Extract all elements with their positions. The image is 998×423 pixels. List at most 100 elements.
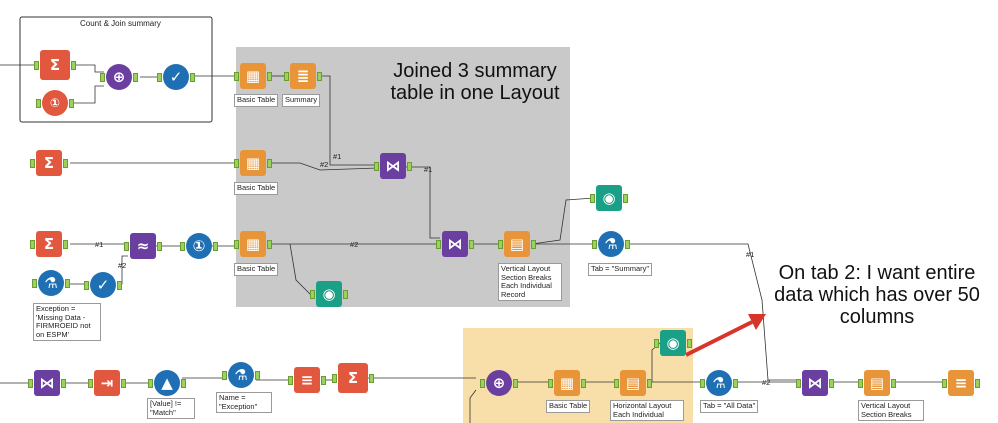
output-anchor[interactable]	[513, 379, 518, 388]
formula-tool-1[interactable]: ⚗	[38, 270, 64, 296]
union-tool-1[interactable]: ⋈	[380, 153, 406, 179]
transpose-tool[interactable]: ⇥	[94, 370, 120, 396]
input-anchor[interactable]	[148, 379, 153, 388]
basic-table-tool-1[interactable]: ▦	[240, 63, 266, 89]
output-anchor[interactable]	[61, 379, 66, 388]
output-anchor[interactable]	[343, 290, 348, 299]
input-anchor[interactable]	[288, 376, 293, 385]
append-fields-tool[interactable]: ≈	[130, 233, 156, 259]
output-anchor[interactable]	[157, 242, 162, 251]
render-tool[interactable]: ≡	[948, 370, 974, 396]
input-anchor[interactable]	[498, 240, 503, 249]
input-anchor[interactable]	[480, 379, 485, 388]
input-anchor[interactable]	[34, 61, 39, 70]
output-anchor[interactable]	[733, 379, 738, 388]
output-anchor[interactable]	[623, 194, 628, 203]
select-tool-2[interactable]: ✓	[90, 272, 116, 298]
input-anchor[interactable]	[700, 379, 705, 388]
output-anchor[interactable]	[975, 379, 980, 388]
input-anchor[interactable]	[858, 379, 863, 388]
output-anchor[interactable]	[369, 374, 374, 383]
output-anchor[interactable]	[625, 240, 630, 249]
output-anchor[interactable]	[891, 379, 896, 388]
join-tool-2[interactable]: ⊕	[486, 370, 512, 396]
input-anchor[interactable]	[590, 194, 595, 203]
output-anchor[interactable]	[267, 159, 272, 168]
input-anchor[interactable]	[614, 379, 619, 388]
input-anchor[interactable]	[30, 240, 35, 249]
record-id-tool[interactable]: ①	[186, 233, 212, 259]
input-anchor[interactable]	[36, 99, 41, 108]
output-anchor[interactable]	[121, 379, 126, 388]
output-anchor[interactable]	[531, 240, 536, 249]
summarize-tool-1[interactable]: Σ	[40, 50, 70, 80]
output-anchor[interactable]	[829, 379, 834, 388]
output-anchor[interactable]	[407, 162, 412, 171]
input-anchor[interactable]	[32, 279, 37, 288]
output-anchor[interactable]	[133, 73, 138, 82]
input-anchor[interactable]	[654, 339, 659, 348]
count-join-container[interactable]	[19, 16, 213, 123]
output-anchor[interactable]	[181, 379, 186, 388]
output-anchor[interactable]	[69, 99, 74, 108]
summarize-tool-2[interactable]: Σ	[36, 150, 62, 176]
output-anchor[interactable]	[321, 376, 326, 385]
summarize-tool-3[interactable]: Σ	[36, 231, 62, 257]
output-anchor[interactable]	[469, 240, 474, 249]
input-anchor[interactable]	[310, 290, 315, 299]
formula-tool-2[interactable]: ⚗	[598, 231, 624, 257]
output-anchor[interactable]	[190, 73, 195, 82]
input-anchor[interactable]	[234, 240, 239, 249]
input-anchor[interactable]	[157, 73, 162, 82]
union-tool-4[interactable]: ⋈	[802, 370, 828, 396]
input-anchor[interactable]	[124, 242, 129, 251]
input-anchor[interactable]	[100, 73, 105, 82]
crosstab-tool[interactable]: ≡	[294, 367, 320, 393]
output-anchor[interactable]	[63, 159, 68, 168]
input-anchor[interactable]	[30, 159, 35, 168]
filter-tool[interactable]: ▲	[154, 370, 180, 396]
basic-table-tool-2[interactable]: ▦	[240, 150, 266, 176]
formula-tool-3[interactable]: ⚗	[228, 362, 254, 388]
input-anchor[interactable]	[28, 379, 33, 388]
select-tool-1[interactable]: ✓	[163, 64, 189, 90]
output-anchor[interactable]	[581, 379, 586, 388]
output-anchor[interactable]	[647, 379, 652, 388]
output-anchor[interactable]	[65, 279, 70, 288]
input-anchor[interactable]	[84, 281, 89, 290]
join-tool-1[interactable]: ⊕	[106, 64, 132, 90]
browse-tool-1[interactable]: ◉	[316, 281, 342, 307]
summarize-tool-4[interactable]: Σ	[338, 363, 368, 393]
basic-table-tool-3[interactable]: ▦	[240, 231, 266, 257]
output-anchor[interactable]	[63, 240, 68, 249]
input-anchor[interactable]	[222, 371, 227, 380]
layout-tool-2[interactable]: ▤	[620, 370, 646, 396]
browse-tool-2[interactable]: ◉	[596, 185, 622, 211]
output-anchor[interactable]	[267, 72, 272, 81]
summary-report-tool[interactable]: ≣	[290, 63, 316, 89]
output-anchor[interactable]	[117, 281, 122, 290]
union-tool-2[interactable]: ⋈	[442, 231, 468, 257]
output-anchor[interactable]	[267, 240, 272, 249]
formula-tool-4[interactable]: ⚗	[706, 370, 732, 396]
input-anchor[interactable]	[180, 242, 185, 251]
output-anchor[interactable]	[317, 72, 322, 81]
input-anchor[interactable]	[234, 159, 239, 168]
output-anchor[interactable]	[213, 242, 218, 251]
union-tool-3[interactable]: ⋈	[34, 370, 60, 396]
input-anchor[interactable]	[436, 240, 441, 249]
input-anchor[interactable]	[88, 379, 93, 388]
output-anchor[interactable]	[255, 371, 260, 380]
layout-tool-3[interactable]: ▤	[864, 370, 890, 396]
input-anchor[interactable]	[332, 374, 337, 383]
input-anchor[interactable]	[796, 379, 801, 388]
input-anchor[interactable]	[592, 240, 597, 249]
input-anchor[interactable]	[374, 162, 379, 171]
output-anchor[interactable]	[687, 339, 692, 348]
basic-table-tool-4[interactable]: ▦	[554, 370, 580, 396]
browse-tool-3[interactable]: ◉	[660, 330, 686, 356]
output-anchor[interactable]	[71, 61, 76, 70]
count-records-tool[interactable]: ①	[42, 90, 68, 116]
input-anchor[interactable]	[942, 379, 947, 388]
input-anchor[interactable]	[234, 72, 239, 81]
